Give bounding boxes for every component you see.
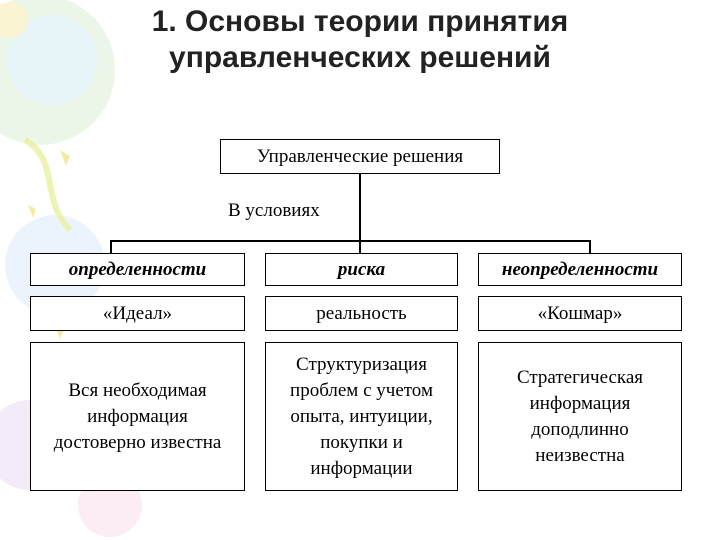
desc-line: информации bbox=[310, 456, 412, 482]
label-reality: реальность bbox=[265, 296, 458, 331]
branch-drop-3 bbox=[589, 240, 591, 253]
desc-line: достоверно известна bbox=[54, 430, 222, 456]
header-risk: риска bbox=[265, 253, 458, 286]
root-node: Управленческие решения bbox=[220, 139, 500, 174]
branch-drop-2 bbox=[359, 240, 361, 253]
desc-line: информация bbox=[87, 404, 188, 430]
desc-line: проблем с учетом bbox=[290, 378, 433, 404]
header-label: определенности bbox=[69, 259, 206, 281]
label-text: реальность bbox=[316, 303, 406, 325]
desc-line: Стратегическая bbox=[517, 365, 643, 391]
header-uncertainty: неопределенности bbox=[478, 253, 682, 286]
branch-drop-1 bbox=[110, 240, 112, 253]
desc-line: Структуризация bbox=[296, 352, 427, 378]
label-text: «Кошмар» bbox=[538, 303, 623, 325]
root-connector bbox=[359, 173, 361, 240]
desc-uncertainty: Стратегическая информация доподлинно неи… bbox=[478, 342, 682, 491]
desc-line: покупки и bbox=[320, 430, 403, 456]
desc-risk: Структуризация проблем с учетом опыта, и… bbox=[265, 342, 458, 491]
label-ideal: «Идеал» bbox=[30, 296, 245, 331]
desc-certainty: Вся необходимая информация достоверно из… bbox=[30, 342, 245, 491]
label-nightmare: «Кошмар» bbox=[478, 296, 682, 331]
desc-line: информация bbox=[530, 391, 631, 417]
header-label: неопределенности bbox=[502, 259, 658, 281]
label-text: «Идеал» bbox=[103, 303, 172, 325]
desc-line: опыта, интуиции, bbox=[290, 404, 432, 430]
header-label: риска bbox=[338, 259, 385, 281]
desc-line: Вся необходимая bbox=[68, 378, 206, 404]
desc-line: доподлинно bbox=[531, 417, 628, 443]
desc-line: неизвестна bbox=[535, 443, 624, 469]
branch-line bbox=[110, 240, 590, 242]
slide-title-line-2: управленческих решений bbox=[60, 40, 660, 76]
root-node-label: Управленческие решения bbox=[257, 146, 463, 168]
slide-title-line-1: 1. Основы теории принятия bbox=[60, 4, 660, 40]
slide-title: 1. Основы теории принятия управленческих… bbox=[60, 4, 660, 76]
condition-label: В условиях bbox=[228, 200, 320, 222]
header-certainty: определенности bbox=[30, 253, 245, 286]
